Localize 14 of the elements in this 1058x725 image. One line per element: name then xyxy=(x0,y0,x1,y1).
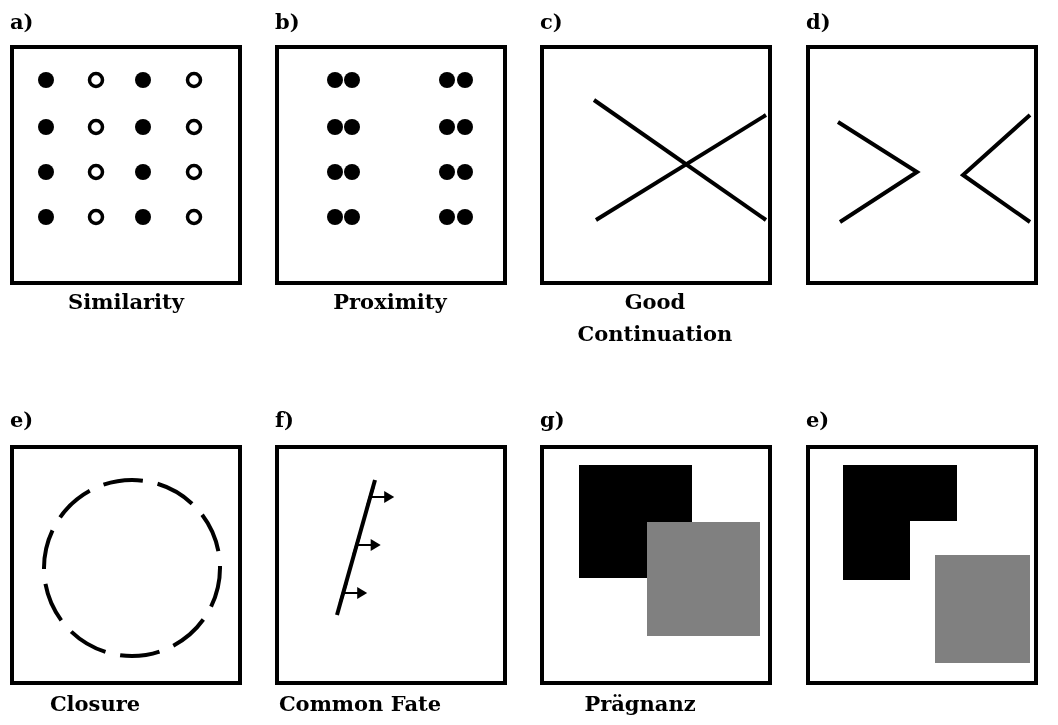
caption: Good Continuation xyxy=(576,288,734,348)
panel-letter: e) xyxy=(10,406,35,434)
caption: Closure xyxy=(48,690,142,718)
caption: Similarity xyxy=(67,288,186,316)
caption: Prägnanz xyxy=(583,690,697,718)
panel-letter: g) xyxy=(540,406,566,434)
panel-letter: a) xyxy=(10,8,35,36)
panel-letter: c) xyxy=(540,8,564,36)
caption: Common Fate xyxy=(277,690,443,718)
panel-letter: e) xyxy=(806,406,831,434)
caption: Proximity xyxy=(332,288,449,316)
panel-letter: d) xyxy=(806,8,832,36)
panel-letter: b) xyxy=(275,8,301,36)
panel-letter: f) xyxy=(275,406,295,434)
